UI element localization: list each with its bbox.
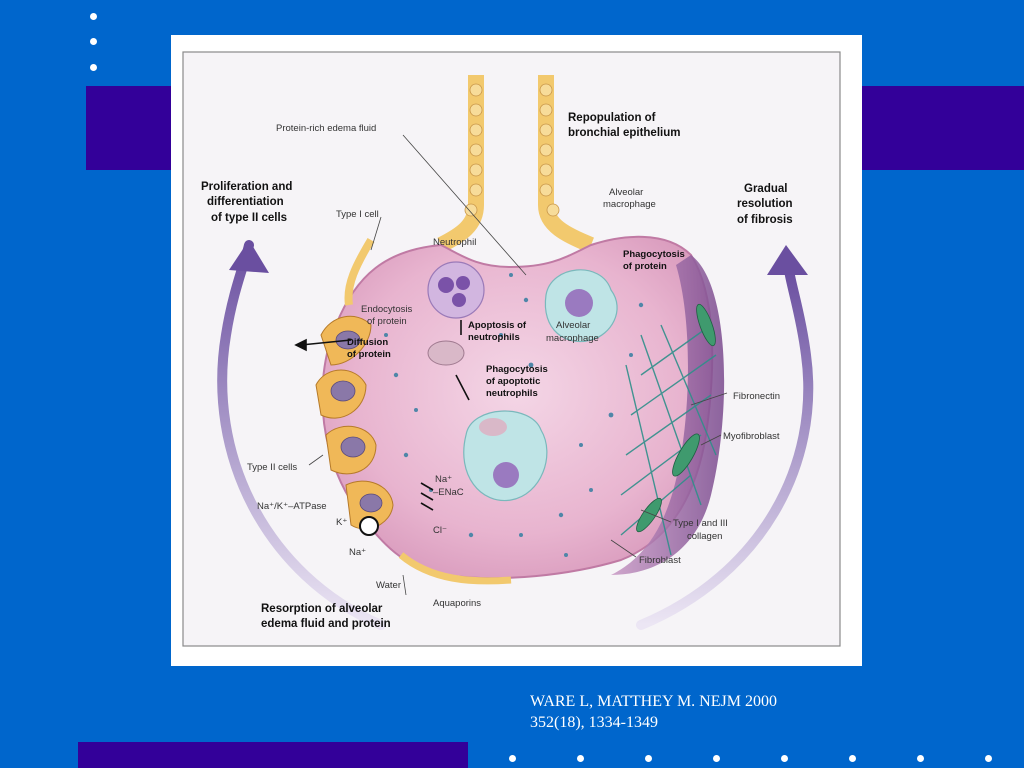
citation-line-1: WARE L, MATTHEY M. NEJM 2000 — [530, 693, 777, 710]
fibronectin-label: Fibronectin — [733, 391, 780, 402]
phagocytosis-apoptotic-label-2: of apoptotic — [486, 376, 540, 387]
bottom-epithelium — [398, 552, 512, 585]
na-plus-bottom-label: Na⁺ — [349, 547, 366, 558]
cl-minus-label: Cl⁻ — [433, 525, 447, 536]
apoptotic-neutrophil — [427, 340, 465, 366]
na-plus-label: Na⁺ — [435, 474, 452, 485]
bullet-dot — [577, 755, 584, 762]
macrophage-nucleus — [565, 289, 593, 317]
bullet-dot — [645, 755, 652, 762]
bullet-dot — [917, 755, 924, 762]
right-arrowhead — [767, 245, 808, 275]
myofibroblast-cells — [636, 303, 716, 533]
gradual-label-1: Gradual — [744, 183, 787, 195]
k-plus-label: K⁺ — [336, 517, 347, 528]
macrophage-nucleus — [493, 462, 519, 488]
left-arrowhead — [229, 240, 269, 273]
bullet-dot — [849, 755, 856, 762]
protein-rich-label: Protein-rich edema fluid — [276, 123, 376, 134]
alveolar-macrophage-top-label-1: Alveolar — [609, 187, 643, 198]
alveolus-lumen — [321, 235, 714, 580]
bronchial-epithelium-cells — [464, 83, 560, 217]
alveolus-diagram: Proliferation and differentiation of typ… — [182, 51, 841, 647]
bullet-dot — [781, 755, 788, 762]
diffusion-label-1: Diffusion — [347, 337, 388, 348]
bottom-accent-band — [78, 742, 468, 768]
bullet-dot — [713, 755, 720, 762]
bullet-dot — [90, 13, 97, 20]
aquaporins-label: Aquaporins — [433, 598, 481, 609]
phagocytosis-apoptotic-label-1: Phagocytosis — [486, 364, 548, 375]
neutrophil-cell — [427, 261, 485, 319]
bronchus-right-wall — [538, 75, 594, 253]
atpase-pump-icon — [359, 516, 379, 536]
collagen-label-1: Type I and III — [673, 518, 728, 529]
alveolus-figure: Proliferation and differentiation of typ… — [171, 35, 862, 666]
type-i-cell-label: Type I cell — [336, 209, 379, 220]
myofibroblast-label: Myofibroblast — [723, 431, 780, 442]
engulfed-neutrophil — [479, 418, 507, 436]
bullet-dot — [90, 64, 97, 71]
alveolar-macrophage-mid-label-1: Alveolar — [556, 320, 590, 331]
atpase-label: Na⁺/K⁺–ATPase — [257, 501, 327, 512]
resorption-label-2: edema fluid and protein — [261, 618, 391, 630]
type-i-cell — [344, 237, 375, 306]
alveolar-macrophage-mid-label-2: macrophage — [546, 333, 599, 344]
citation-line-2: 352(18), 1334-1349 — [530, 714, 658, 731]
repopulation-label-2: bronchial epithelium — [568, 127, 680, 139]
right-curved-arrow — [636, 265, 814, 630]
black-arrows — [294, 320, 470, 511]
collagen-label-2: collagen — [687, 531, 722, 542]
enac-label: –ENaC — [433, 487, 464, 498]
resorption-label-1: Resorption of alveolar — [261, 603, 383, 615]
proliferation-label-3: of type II cells — [211, 212, 287, 224]
leader-lines — [308, 134, 728, 596]
gradual-label-3: of fibrosis — [737, 214, 793, 226]
bullet-dot — [509, 755, 516, 762]
proliferation-label-1: Proliferation and — [201, 181, 292, 193]
bullet-dot — [985, 755, 992, 762]
type-ii-cells-label: Type II cells — [247, 462, 297, 473]
water-label: Water — [376, 580, 401, 591]
neutrophil-nucleus — [438, 276, 470, 307]
left-curved-arrow — [217, 240, 386, 630]
fibroblast-label: Fibroblast — [639, 555, 681, 566]
phagocytosis-apoptotic-label-3: neutrophils — [486, 388, 538, 399]
phagocytosis-protein-label-2: of protein — [623, 261, 667, 272]
apoptosis-label-1: Apoptosis of — [468, 320, 527, 331]
alveolar-macrophage-top-label-2: macrophage — [603, 199, 656, 210]
diffusion-label-2: of protein — [347, 349, 391, 360]
gradual-label-2: resolution — [737, 198, 793, 210]
neutrophil-label: Neutrophil — [433, 237, 476, 248]
apoptosis-label-2: neutrophils — [468, 332, 520, 343]
bullet-dot — [90, 38, 97, 45]
endocytosis-label-2: of protein — [367, 316, 407, 327]
endocytosis-label-1: Endocytosis — [361, 304, 412, 315]
repopulation-label-1: Repopulation of — [568, 112, 656, 124]
proliferation-label-2: differentiation — [207, 196, 284, 208]
bronchus-left-wall — [437, 75, 484, 253]
citation: WARE L, MATTHEY M. NEJM 2000 352(18), 13… — [530, 691, 777, 733]
phagocytosis-protein-label-1: Phagocytosis — [623, 249, 685, 260]
